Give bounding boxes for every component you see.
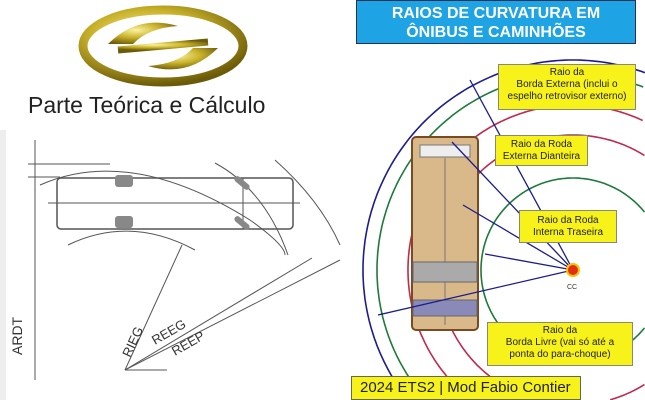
title-banner: RAIOS DE CURVATURA EM ÔNIBUS E CAMINHÕES — [356, 0, 636, 44]
callout-text: Borda Livre (vai só até a — [505, 337, 615, 348]
callout-text: Externa Dianteira — [502, 151, 581, 162]
wheel-icon — [115, 216, 133, 228]
rieg-line — [124, 244, 183, 371]
label-rieg: RIEG — [119, 324, 146, 359]
wheel-icon — [234, 176, 250, 190]
wheel-icon — [115, 175, 133, 187]
subtitle: Parte Teórica e Cálculo — [28, 92, 266, 118]
callout-text: Raio da — [549, 67, 585, 78]
callout-text: Raio da — [542, 325, 578, 336]
callout-text: Raio da Roda — [510, 139, 573, 150]
callout-outer-edge: Raio da Borda Externa (inclui o espelho … — [498, 64, 636, 110]
callout-text: Interna Traseira — [532, 227, 604, 238]
inner-red-arc — [609, 383, 645, 400]
logo-icon — [78, 5, 248, 87]
label-ardt: ARDT — [9, 316, 25, 355]
callout-front-wheel: Raio da Roda Externa Dianteira — [495, 135, 588, 166]
radius-line — [462, 204, 574, 271]
callout-text: espelho retrovisor externo) — [507, 91, 627, 102]
callout-text: ponta do para-choque) — [509, 349, 611, 360]
center-point-icon — [566, 263, 580, 277]
callout-rear-wheel: Raio da Roda Interna Traseira — [519, 210, 617, 243]
title-line-2: ÔNIBUS E CAMINHÕES — [406, 24, 586, 41]
title-line-1: RAIOS DE CURVATURA EM — [391, 5, 601, 22]
wheel-icon — [234, 216, 250, 230]
turning-radius-diagram: ARDT RIEG REEG REEP — [0, 130, 341, 400]
reeg-line — [124, 257, 313, 371]
callout-text: Raio da Roda — [537, 215, 599, 226]
center-label: CC — [567, 284, 577, 291]
radius-line — [451, 141, 574, 271]
callout-free-edge: Raio da Borda Livre (vai só até a ponta … — [487, 322, 633, 366]
callout-text: Borda Externa (inclui o — [516, 79, 618, 90]
reep-line — [124, 259, 341, 371]
outer-edge-arc — [362, 59, 645, 400]
radius-line — [484, 253, 574, 271]
radius-line — [377, 269, 574, 316]
footer-credit: 2024 ETS2 | Mod Fabio Contier — [351, 376, 581, 400]
